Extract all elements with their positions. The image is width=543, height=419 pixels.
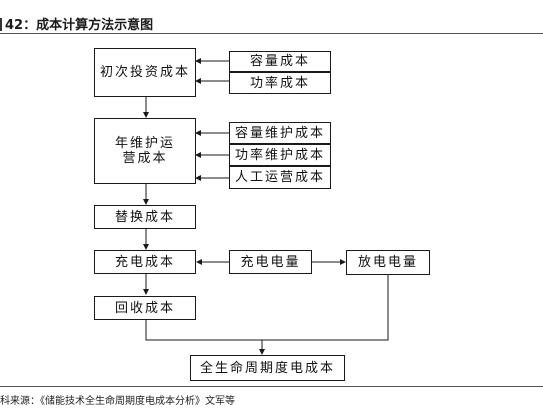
box-annual-om-cost: 年维护运营成本: [94, 118, 196, 184]
box-discharge-energy: 放电电量: [346, 250, 430, 275]
label-lifecycle: 全生命周期度电成本: [199, 360, 335, 376]
label-charge-cost: 充电成本: [114, 254, 175, 270]
label-power: 功率成本: [249, 75, 310, 91]
arrow-discharge-to-lifecycle: [262, 275, 389, 341]
figure-title-text: 42：成本计算方法示意图: [5, 18, 154, 33]
title-rule: [0, 33, 543, 34]
label-annual: 年维护运营成本: [115, 136, 176, 166]
box-power-cost: 功率成本: [229, 72, 331, 94]
box-recovery-cost: 回收成本: [94, 296, 196, 320]
label-pow-maint: 功率维护成本: [234, 147, 325, 163]
box-replacement-cost: 替换成本: [94, 205, 196, 229]
figure-source: 科来源：《储能技术全生命周期度电成本分析》文军等: [0, 396, 235, 407]
figure-title: 42：成本计算方法示意图: [0, 14, 153, 33]
label-replace: 替换成本: [114, 209, 175, 225]
box-lifecycle-levelized-cost: 全生命周期度电成本: [190, 355, 345, 381]
box-capacity-maintenance-cost: 容量维护成本: [229, 122, 331, 144]
arrow-recovery-to-lifecycle: [145, 320, 265, 355]
source-rule: [0, 386, 543, 387]
box-charging-cost: 充电成本: [94, 250, 196, 274]
label-charge-qty: 充电电量: [240, 254, 301, 270]
box-initial-investment-cost: 初次投资成本: [94, 48, 196, 97]
label-discharge: 放电电量: [357, 255, 418, 270]
label-cap-maint: 容量维护成本: [234, 125, 325, 141]
box-power-maintenance-cost: 功率维护成本: [229, 144, 331, 166]
label-initial: 初次投资成本: [99, 65, 190, 80]
box-charging-energy: 充电电量: [229, 250, 312, 274]
box-labor-operating-cost: 人工运营成本: [229, 166, 331, 189]
box-capacity-cost: 容量成本: [229, 51, 331, 72]
label-capacity: 容量成本: [249, 54, 310, 69]
title-marker: [0, 18, 2, 31]
label-recovery: 回收成本: [114, 300, 175, 316]
label-labor: 人工运营成本: [234, 170, 325, 185]
